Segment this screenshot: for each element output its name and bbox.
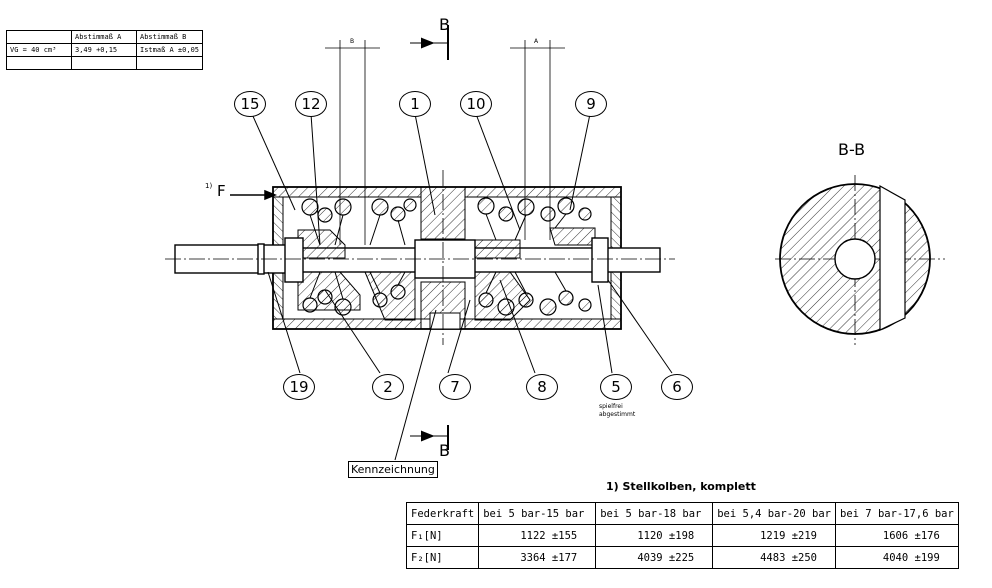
- table-header-row: Federkraft bei 5 bar-15 bar bei 5 bar-18…: [405, 502, 959, 525]
- dimension-label-b: B: [350, 38, 355, 45]
- table-cell: F₂[N]: [405, 546, 480, 569]
- cut-markers: [410, 25, 449, 450]
- annotation-spielfrei: spielfrei: [599, 403, 623, 410]
- table-header-cell: bei 5 bar-18 bar: [595, 502, 714, 525]
- dimension-label-a: A: [534, 38, 539, 45]
- tuning-cell: Abstimmaß A: [71, 30, 137, 44]
- force-symbol: F: [216, 182, 226, 200]
- part-bubble-19: 19: [283, 374, 315, 400]
- tuning-cell: VG = 40 cm³: [6, 43, 72, 57]
- table-cell: 1120 ±198: [595, 524, 714, 547]
- table-cell: 1219 ±219: [712, 524, 837, 547]
- tuning-cell: [6, 56, 72, 70]
- part-bubble-5: 5: [600, 374, 632, 400]
- cut-label-top: B: [439, 15, 450, 34]
- part-bubble-6: 6: [661, 374, 693, 400]
- leader-lines: [251, 113, 673, 461]
- section-title: B-B: [838, 140, 866, 159]
- marking-label: Kennzeichnung: [348, 461, 438, 478]
- tuning-table: Abstimmaß A Abstimmaß B VG = 40 cm³ 3,49…: [6, 30, 204, 70]
- table-cell: 4483 ±250: [712, 546, 837, 569]
- table-header-cell: bei 5,4 bar-20 bar: [712, 502, 837, 525]
- part-bubble-10: 10: [460, 91, 492, 117]
- table-cell: 4040 ±199: [835, 546, 959, 569]
- table-header-cell: bei 7 bar-17,6 bar: [835, 502, 959, 525]
- spring-helix: [309, 213, 567, 300]
- part-bubble-15: 15: [234, 91, 266, 117]
- table-cell: F₁[N]: [405, 524, 480, 547]
- force-label: 1) F: [205, 182, 226, 200]
- tuning-cell: [71, 56, 137, 70]
- table-row: F₁[N] 1122 ±155 1120 ±198 1219 ±219 1606…: [405, 524, 959, 547]
- footnote: 1) Stellkolben, komplett: [606, 480, 756, 493]
- spring-force-table: Federkraft bei 5 bar-15 bar bei 5 bar-18…: [405, 502, 959, 569]
- cut-label-bottom: B: [439, 441, 450, 460]
- tuning-cell: [6, 30, 72, 44]
- part-bubble-2: 2: [372, 374, 404, 400]
- table-header-cell: Federkraft: [405, 502, 480, 525]
- nuts: [257, 237, 609, 283]
- tuning-cell: [135, 56, 204, 70]
- part-bubble-7: 7: [439, 374, 471, 400]
- tuning-cell: 3,49 +0,15: [71, 43, 137, 57]
- force-footnote-ref: 1): [205, 182, 213, 190]
- part-bubble-9: 9: [575, 91, 607, 117]
- force-arrow: [230, 189, 278, 201]
- tuning-cell: Abstimmaß B: [135, 30, 204, 44]
- table-header-cell: bei 5 bar-15 bar: [478, 502, 597, 525]
- section-bb: [779, 183, 931, 335]
- tuning-cell: Istmaß A ±0,05: [135, 43, 204, 57]
- annotation-abgestimmt: abgestimmt: [599, 411, 636, 418]
- table-cell: 3364 ±177: [478, 546, 597, 569]
- dimension-lines: [325, 40, 565, 245]
- part-bubble-12: 12: [295, 91, 327, 117]
- table-cell: 1122 ±155: [478, 524, 597, 547]
- table-cell: 1606 ±176: [835, 524, 959, 547]
- part-bubble-8: 8: [526, 374, 558, 400]
- part-bubble-1: 1: [399, 91, 431, 117]
- table-cell: 4039 ±225: [595, 546, 714, 569]
- table-row: F₂[N] 3364 ±177 4039 ±225 4483 ±250 4040…: [405, 546, 959, 569]
